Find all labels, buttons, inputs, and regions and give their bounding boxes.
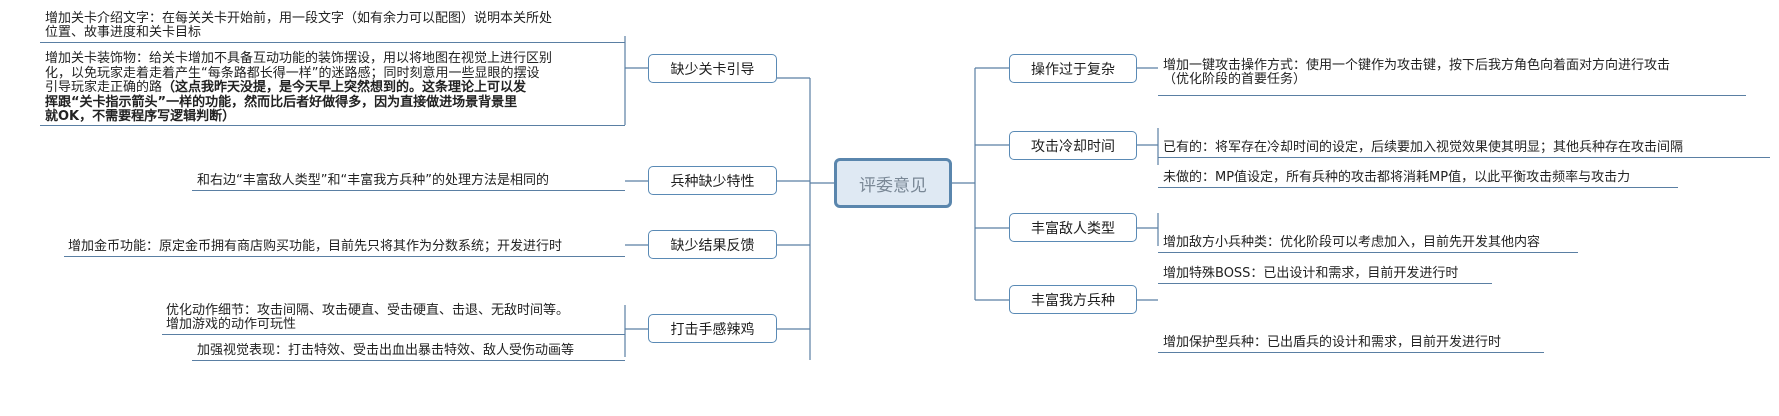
leaf-enemy-minions: 增加敌方小兵种类：优化阶段可以考虑加入，目前先开发其他内容: [1163, 236, 1540, 250]
leaf-line: 引导玩家走正确的路（这点我昨天没提，是今天早上突然想到的。这条理论上可以发: [45, 80, 552, 96]
leaf-mp-setting: 未做的：MP值设定，所有兵种的攻击都将消耗MP值，以此平衡攻击频率与攻击力: [1163, 171, 1630, 185]
leaf-line-bold: 就OK，不需要程序写逻辑判断）: [45, 109, 236, 124]
leaf-gold-coin-feature: 增加金币功能：原定金币拥有商店购买功能，目前先只将其作为分数系统；开发进行时: [68, 240, 562, 254]
branch-node-complex-controls[interactable]: 操作过于复杂: [1009, 54, 1137, 83]
leaf-underline: [162, 334, 625, 335]
branch-node-attack-cooldown[interactable]: 攻击冷却时间: [1009, 131, 1137, 160]
leaf-underline: [1158, 95, 1746, 96]
leaf-underline: [1158, 352, 1544, 353]
leaf-text-bold: （这点我昨天没提，是今天早上突然想到的。这条理论上可以发: [162, 80, 527, 95]
branch-node-unit-traits[interactable]: 兵种缺少特性: [648, 166, 777, 195]
branch-node-enemy-types[interactable]: 丰富敌人类型: [1009, 213, 1137, 242]
branch-node-missing-level-guide[interactable]: 缺少关卡引导: [648, 54, 777, 83]
leaf-line: 未做的：MP值设定，所有兵种的攻击都将消耗MP值，以此平衡攻击频率与攻击力: [1163, 170, 1631, 185]
leaf-line: （优化阶段的首要任务）: [1163, 72, 1307, 87]
leaf-level-decorations: 增加关卡装饰物：给关卡增加不具备互动功能的装饰摆设，用以将地图在视觉上进行区别 …: [45, 51, 553, 125]
leaf-line: 增加金币功能：原定金币拥有商店购买功能，目前先只将其作为分数系统；开发进行时: [68, 239, 563, 254]
leaf-line: 增加敌方小兵种类：优化阶段可以考虑加入，目前先开发其他内容: [1163, 235, 1541, 250]
leaf-line: 加强视觉表现：打击特效、受击出血出暴击特效、敌人受伤动画等: [197, 343, 575, 358]
leaf-underline: [40, 125, 625, 126]
leaf-visual-effects: 加强视觉表现：打击特效、受击出血出暴击特效、敌人受伤动画等: [197, 344, 574, 358]
branch-node-hit-feel[interactable]: 打击手感辣鸡: [648, 314, 777, 343]
leaf-line: 增加保护型兵种：已出盾兵的设计和需求，目前开发进行时: [1163, 335, 1502, 350]
leaf-line: 增加一键攻击操作方式：使用一个键作为攻击键，按下后我方角色向着面对方向进行攻击: [1163, 58, 1671, 73]
leaf-line: 增加特殊BOSS：已出设计和需求，目前开发进行时: [1163, 266, 1459, 281]
leaf-shield-unit: 增加保护型兵种：已出盾兵的设计和需求，目前开发进行时: [1163, 336, 1501, 350]
branch-node-result-feedback[interactable]: 缺少结果反馈: [648, 230, 777, 259]
leaf-special-boss: 增加特殊BOSS：已出设计和需求，目前开发进行时: [1163, 267, 1458, 281]
leaf-line: 增加关卡介绍文字：在每关关卡开始前，用一段文字（如有余力可以配图）说明本关所处: [45, 11, 553, 26]
leaf-underline: [192, 190, 625, 191]
leaf-line: 位置、故事进度和关卡目标: [45, 25, 202, 40]
leaf-unit-traits-note: 和右边“丰富敌人类型”和“丰富我方兵种”的处理方法是相同的: [197, 174, 549, 188]
leaf-line: 和右边“丰富敌人类型”和“丰富我方兵种”的处理方法是相同的: [197, 173, 549, 188]
leaf-line-bold: 挥跟“关卡指示箭头”一样的功能，然而比后者好做得多，因为直接做进场景背景里: [45, 94, 518, 110]
leaf-existing-cooldown: 已有的：将军存在冷却时间的设定，后续要加入视觉效果使其明显；其他兵种存在攻击间隔: [1163, 141, 1683, 155]
leaf-underline: [1158, 252, 1578, 253]
leaf-line: 已有的：将军存在冷却时间的设定，后续要加入视觉效果使其明显；其他兵种存在攻击间隔: [1163, 140, 1684, 155]
leaf-line: 增加关卡装饰物：给关卡增加不具备互动功能的装饰摆设，用以将地图在视觉上进行区别: [45, 51, 553, 66]
leaf-level-intro-text: 增加关卡介绍文字：在每关关卡开始前，用一段文字（如有余力可以配图）说明本关所处 …: [45, 12, 552, 40]
leaf-one-key-attack: 增加一键攻击操作方式：使用一个键作为攻击键，按下后我方角色向着面对方向进行攻击 …: [1163, 59, 1670, 87]
leaf-underline: [192, 360, 625, 361]
leaf-underline: [40, 42, 625, 43]
leaf-line: 增加游戏的动作可玩性: [166, 317, 297, 332]
leaf-underline: [1158, 283, 1492, 284]
leaf-underline: [1158, 157, 1770, 158]
leaf-line: 化，以免玩家走着走着产生“每条路都长得一样”的迷路感；同时刻意用一些显眼的摆设: [45, 65, 540, 81]
leaf-underline: [64, 256, 625, 257]
branch-node-ally-units[interactable]: 丰富我方兵种: [1009, 285, 1137, 314]
leaf-action-details: 优化动作细节：攻击间隔、攻击硬直、受击硬直、击退、无敌时间等。 增加游戏的动作可…: [166, 304, 569, 332]
root-node[interactable]: 评委意见: [834, 158, 952, 208]
leaf-text-normal: 引导玩家走正确的路: [45, 80, 163, 95]
leaf-line: 优化动作细节：攻击间隔、攻击硬直、受击硬直、击退、无敌时间等。: [166, 303, 570, 318]
leaf-underline: [1158, 187, 1678, 188]
